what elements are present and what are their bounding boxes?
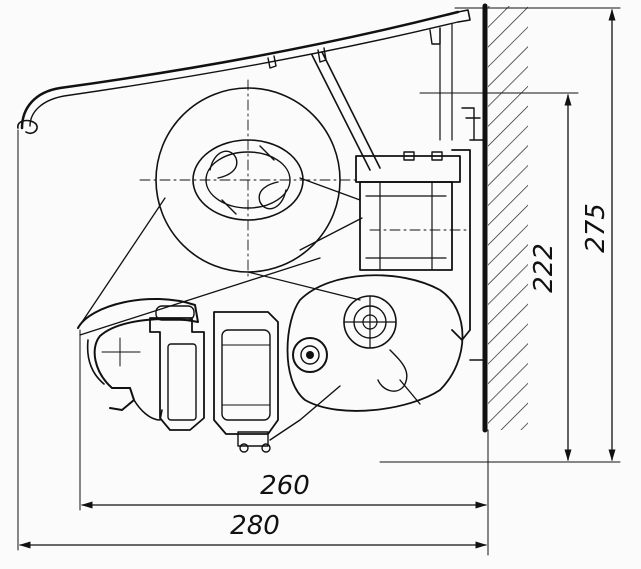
support-strut [311,51,381,171]
wall [482,3,528,433]
fabric-roller [139,79,361,281]
dimension-label-280: 280 [230,511,280,541]
cassette-top-cover [17,9,471,141]
arm-shoulder-joint [269,274,464,441]
front-bar-profile [77,298,199,421]
wall-bracket [355,107,485,361]
dimension-label-260: 260 [260,471,310,501]
load-bar-section [149,305,279,453]
wall-hatching [488,6,528,430]
dimension-lines: 260 280 222 275 [17,7,621,556]
dimension-label-222: 222 [529,243,559,293]
folding-arm-lines [77,177,363,336]
dimension-label-275: 275 [581,203,611,253]
